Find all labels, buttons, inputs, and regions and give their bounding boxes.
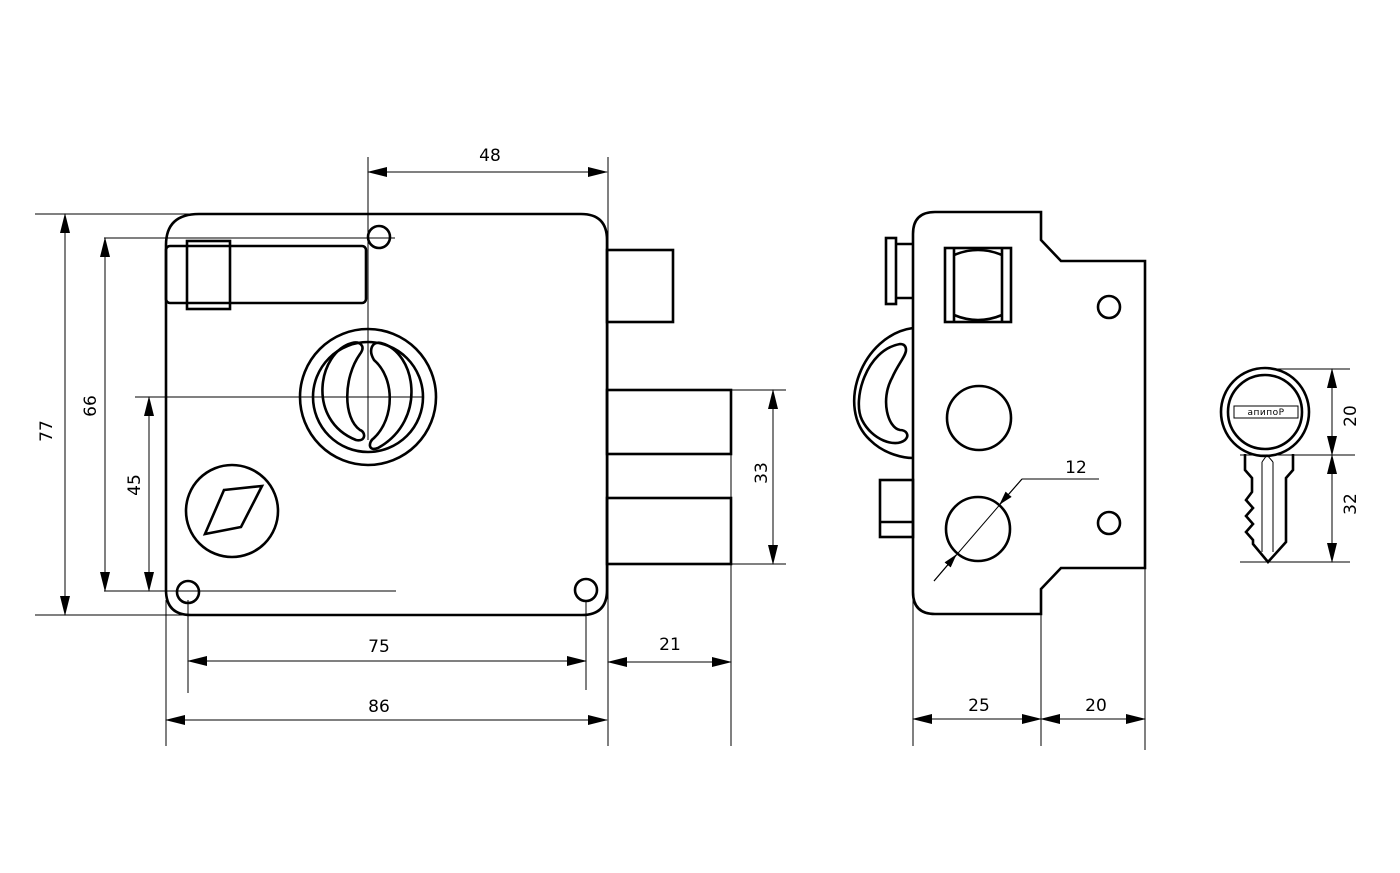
bolt-middle [605, 388, 733, 456]
key-brand-plate [1233, 405, 1299, 419]
side-tab-top [884, 236, 898, 306]
latch-block [185, 239, 232, 311]
side-hole-lower [944, 495, 1012, 563]
key-brand-text: апипоР [1247, 408, 1284, 418]
dim-label-75: 75 [368, 637, 390, 657]
key-view: апипоР 20 32 [1219, 366, 1361, 564]
side-screw-hole-bottom [1096, 510, 1122, 536]
dim-label-20-key: 20 [1341, 405, 1361, 427]
bolt-top [605, 248, 675, 324]
dim-label-12: 12 [1065, 458, 1087, 478]
side-tab-bottom [878, 478, 915, 539]
key-head-outer [1219, 366, 1311, 458]
dim-label-25: 25 [968, 696, 990, 716]
latch-slot [164, 244, 368, 305]
side-latch [943, 246, 1013, 324]
side-screw-hole-top [1096, 294, 1122, 320]
key-blade [1243, 454, 1295, 564]
side-hole-upper [945, 384, 1013, 452]
dim-label-45: 45 [125, 474, 145, 496]
mounting-hole-bottom-right [573, 577, 599, 603]
side-view: 25 20 12 [852, 210, 1147, 750]
dim-label-33: 33 [752, 462, 772, 484]
thumbturn [184, 463, 280, 559]
side-knob-profile [852, 326, 914, 460]
mounting-hole-bottom-left [175, 579, 201, 605]
bolt-bottom [605, 496, 733, 566]
lock-body-outline [164, 212, 609, 617]
dim-label-20-side: 20 [1085, 696, 1107, 716]
front-view: 48 77 66 45 75 86 21 33 [35, 146, 786, 746]
dim-label-21: 21 [659, 635, 681, 655]
dim-label-86: 86 [368, 697, 390, 717]
dim-label-32: 32 [1341, 493, 1361, 515]
dim-label-66: 66 [81, 395, 101, 417]
dim-label-77: 77 [37, 420, 57, 442]
key-head-inner [1226, 373, 1304, 451]
mounting-hole-top [366, 224, 392, 250]
dim-label-48: 48 [479, 146, 501, 166]
